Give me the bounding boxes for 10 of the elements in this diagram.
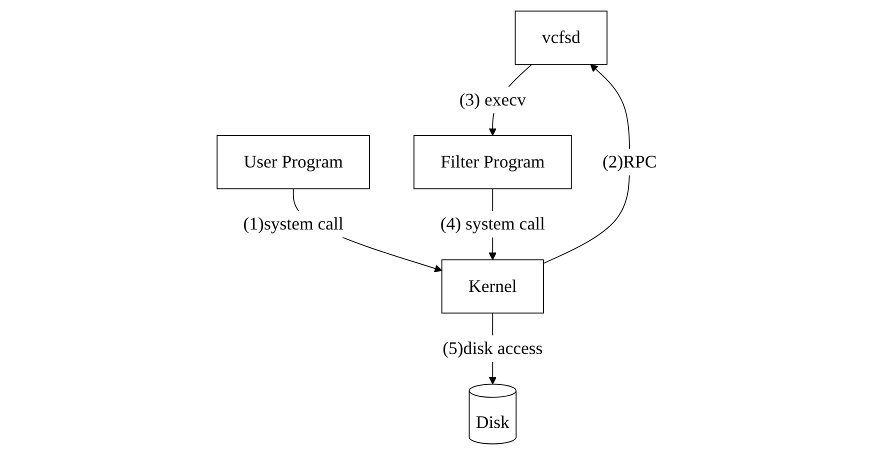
edge-label: (1)system call <box>242 214 343 234</box>
node-box: User Program <box>216 135 370 190</box>
node-box: Kernel <box>440 259 544 314</box>
node-box: vcfsd <box>514 10 608 65</box>
arrow <box>542 64 630 264</box>
edge-label: (2)RPC <box>602 152 656 172</box>
edge-label: (3) execv <box>458 90 526 110</box>
node-box: Filter Program <box>413 135 572 190</box>
edge-label: (5)disk access <box>442 338 542 358</box>
edge-label: (4) system call <box>440 214 545 234</box>
